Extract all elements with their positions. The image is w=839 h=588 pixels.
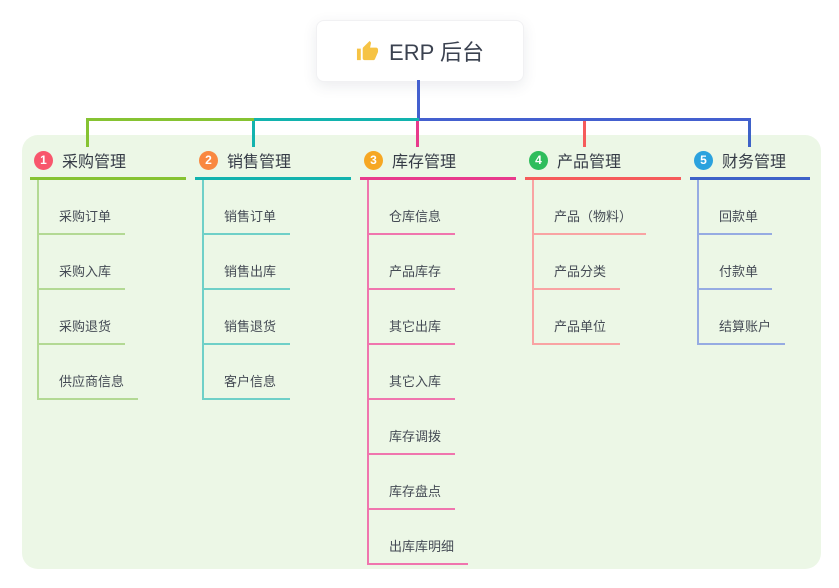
branch-head-2[interactable]: 2 销售管理 [195,148,351,180]
branch-column: 5 财务管理回款单付款单结算账户 [690,148,810,345]
branch-item-label[interactable]: 销售退货 [204,316,291,345]
branch-item: 销售退货 [204,290,351,345]
branch-column: 3 库存管理仓库信息产品库存其它出库其它入库库存调拨库存盘点出库库明细 [360,148,516,565]
branch-head-5[interactable]: 5 财务管理 [690,148,810,180]
root-node[interactable]: ERP 后台 [316,20,524,82]
branch-item: 结算账户 [699,290,810,345]
branch-item: 其它出库 [369,290,516,345]
branch-items: 回款单付款单结算账户 [697,180,810,345]
branch-drop-line [748,121,751,147]
branch-item: 回款单 [699,180,810,235]
branch-item: 其它入库 [369,345,516,400]
branch-item: 客户信息 [204,345,351,400]
branch-item: 采购退货 [39,290,186,345]
branch-item-label[interactable]: 付款单 [699,261,773,290]
branch-items: 产品（物料） 产品分类产品单位 [532,180,681,345]
branch-number-badge: 5 [694,150,713,170]
branch-items: 销售订单销售出库销售退货客户信息 [202,180,351,400]
hline-segment-teal [254,118,419,121]
branch-item: 产品分类 [534,235,681,290]
root-stem-line [417,80,420,121]
branch-label: 财务管理 [722,154,787,171]
branch-column: 4 产品管理产品（物料） 产品分类产品单位 [525,148,681,345]
branch-item-label[interactable]: 采购订单 [39,206,126,235]
branch-head-3[interactable]: 3 库存管理 [360,148,516,180]
branch-item-label[interactable]: 产品分类 [534,261,621,290]
branch-head-4[interactable]: 4 产品管理 [525,148,681,180]
branch-item: 付款单 [699,235,810,290]
branch-item: 产品单位 [534,290,681,345]
branch-item-label[interactable]: 其它出库 [369,316,456,345]
branch-item-label[interactable]: 库存盘点 [369,481,456,510]
branch-column: 1 采购管理采购订单采购入库采购退货供应商信息 [30,148,186,400]
branch-label: 库存管理 [392,154,457,171]
branch-item-label[interactable]: 产品（物料） [534,206,647,235]
branch-number-badge: 2 [199,150,218,170]
branch-label: 销售管理 [227,154,292,171]
branch-items: 采购订单采购入库采购退货供应商信息 [37,180,186,400]
branch-item-label[interactable]: 仓库信息 [369,206,456,235]
branch-item-label[interactable]: 回款单 [699,206,773,235]
branch-items: 仓库信息产品库存其它出库其它入库库存调拨库存盘点出库库明细 [367,180,516,565]
branch-number-badge: 3 [364,150,383,170]
branch-item: 产品库存 [369,235,516,290]
branch-item-label[interactable]: 供应商信息 [39,371,139,400]
branch-head-1[interactable]: 1 采购管理 [30,148,186,180]
branch-item: 产品（物料） [534,180,681,235]
branch-item: 库存调拨 [369,400,516,455]
branches-panel [22,135,821,569]
branch-item-label[interactable]: 出库库明细 [369,536,469,565]
branch-item: 采购订单 [39,180,186,235]
branch-number-badge: 4 [529,150,548,170]
branch-item-label[interactable]: 产品库存 [369,261,456,290]
hline-segment-blue [419,118,751,121]
branch-item-label[interactable]: 客户信息 [204,371,291,400]
branch-column: 2 销售管理销售订单销售出库销售退货客户信息 [195,148,351,400]
branch-item-label[interactable]: 销售出库 [204,261,291,290]
branch-item-label[interactable]: 其它入库 [369,371,456,400]
branch-drop-line [86,121,89,147]
branch-item: 库存盘点 [369,455,516,510]
branch-item-label[interactable]: 采购入库 [39,261,126,290]
branch-item-label[interactable]: 采购退货 [39,316,126,345]
root-label: ERP 后台 [389,40,484,65]
branch-item: 出库库明细 [369,510,516,565]
branch-item: 采购入库 [39,235,186,290]
branch-item-label[interactable]: 产品单位 [534,316,621,345]
branch-number-badge: 1 [34,150,53,170]
thumbs-up-icon [356,40,379,60]
branch-item-label[interactable]: 销售订单 [204,206,291,235]
branch-label: 产品管理 [557,154,622,171]
branch-item: 销售出库 [204,235,351,290]
branch-drop-line [583,121,586,147]
branch-drop-line [252,121,255,147]
branch-label: 采购管理 [62,154,127,171]
branch-item-label[interactable]: 结算账户 [699,316,786,345]
branch-item: 供应商信息 [39,345,186,400]
branch-drop-line [416,121,419,147]
hline-segment-green [86,118,254,121]
branch-item-label[interactable]: 库存调拨 [369,426,456,455]
branch-item: 销售订单 [204,180,351,235]
branch-item: 仓库信息 [369,180,516,235]
